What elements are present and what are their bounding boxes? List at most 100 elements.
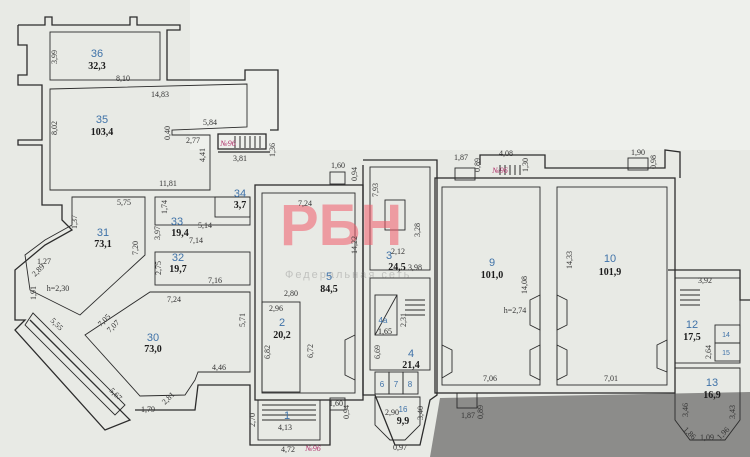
dimension-label: 0,40	[163, 126, 172, 140]
dimension-label: 5,84	[203, 118, 217, 127]
room-number: 16	[399, 405, 408, 414]
stair-1-treads	[262, 404, 316, 421]
dimension-label: 1,27	[37, 257, 51, 266]
room-area: 19,4	[171, 228, 189, 239]
stair-north-treads	[499, 165, 521, 175]
room-area: 73,1	[94, 239, 112, 250]
dimension-label: 14,83	[151, 90, 169, 99]
room-number: 10	[604, 253, 616, 265]
dimension-label: 2,77	[186, 136, 200, 145]
dimension-label: 5,75	[117, 198, 131, 207]
dimension-label: 0,94	[350, 167, 359, 181]
room-number: 12	[686, 319, 698, 331]
dimension-label: 3,46	[681, 403, 690, 417]
dimension-label: 7,01	[604, 374, 618, 383]
dimension-label: 7,16	[208, 276, 222, 285]
dimension-label: 2,90	[385, 408, 399, 417]
room-area: 32,3	[88, 61, 106, 72]
dimension-label: 8,02	[50, 121, 59, 135]
room-area: 73,0	[144, 344, 162, 355]
room-number: 30	[147, 332, 159, 344]
room-number: 31	[97, 227, 109, 239]
dimension-label: 3,28	[413, 223, 422, 237]
dimension-label: 2,64	[704, 345, 713, 359]
dimension-label: 2,70	[248, 413, 257, 427]
room-number: 36	[91, 48, 103, 60]
room-number: 9	[489, 257, 495, 269]
dimension-label: 5,14	[198, 221, 212, 230]
room-area: 19,7	[169, 264, 187, 275]
dimension-label: 1,87	[461, 411, 475, 420]
room-number: 33	[171, 216, 183, 228]
dimension-label: 6,82	[263, 345, 272, 359]
dimension-label: 3,98	[408, 263, 422, 272]
stair-mark: №96	[304, 444, 321, 453]
dimension-label: 4,08	[499, 149, 513, 158]
dimension-label: 1,60	[329, 399, 343, 408]
dimension-label: 8,10	[116, 74, 130, 83]
dimension-label: 3,97	[153, 226, 162, 240]
dimension-label: 6,69	[373, 345, 382, 359]
dimension-label: 1,30	[521, 158, 530, 172]
dimension-label: 5,71	[238, 313, 247, 327]
shadow-area	[430, 392, 750, 457]
dimension-label: 0,98	[649, 155, 658, 169]
dimension-label: 3,81	[233, 154, 247, 163]
room-area: 101,9	[599, 267, 622, 278]
dimension-label: 0,89	[476, 405, 485, 419]
room-number: 4а	[379, 316, 388, 325]
dimension-label: 7,20	[131, 241, 140, 255]
room-number: 14	[722, 332, 730, 339]
room-number: 15	[722, 350, 730, 357]
stair-mark: №96	[491, 166, 508, 175]
dimension-label: 2,96	[269, 304, 283, 313]
stair-35-treads	[234, 136, 261, 148]
dimension-label: 14,08	[520, 276, 529, 294]
dimension-label: 3,43	[728, 405, 737, 419]
dimension-label: 3,92	[698, 276, 712, 285]
walls	[14, 16, 750, 446]
room-area: 103,4	[91, 127, 114, 138]
dimension-label: 7,14	[189, 236, 203, 245]
dimension-label: 1,91	[29, 286, 38, 300]
dimension-label: 2,80	[284, 289, 298, 298]
room-number: 8	[408, 380, 413, 389]
room-area: 21,4	[402, 360, 420, 371]
dimension-label: 1,79	[141, 405, 155, 414]
ceiling-height: h=2,30	[47, 284, 70, 293]
room-area: 1,65	[378, 327, 392, 336]
dimension-label: 1,60	[331, 161, 345, 170]
dimension-label: 7,24	[298, 199, 312, 208]
dimension-label: 3,40	[416, 406, 425, 420]
watermark-logo: РБН	[280, 193, 402, 258]
dimension-label: 0,94	[342, 405, 351, 419]
paper-light-area	[190, 0, 750, 150]
dimension-label: 14,22	[350, 236, 359, 254]
room-number: 35	[96, 114, 108, 126]
room-number: 7	[394, 380, 399, 389]
room-number: 32	[172, 252, 184, 264]
room-area: 9,9	[397, 416, 410, 427]
dimension-label: 2,31	[399, 313, 408, 327]
watermark-subtitle: Федеральная сеть	[285, 269, 411, 281]
stair-12-treads	[680, 289, 700, 306]
dimension-label: 4,41	[198, 148, 207, 162]
room-area: 20,2	[273, 330, 291, 341]
room-number: 6	[380, 380, 385, 389]
dimension-label: 0,97	[393, 443, 407, 452]
room-area: 24,5	[388, 262, 406, 273]
dimension-label: 2,12	[391, 247, 405, 256]
stair-4-treads	[405, 299, 425, 316]
room-number: 1	[284, 410, 290, 422]
dimension-label: 1,74	[160, 200, 169, 214]
room-labels: 36 32,3 35 103,4 34 3,7 33 19,4 31 73,1 …	[88, 48, 730, 427]
dimension-label: 4,46	[212, 363, 226, 372]
dimension-label: 7,24	[167, 295, 181, 304]
dimension-label: 6,72	[306, 344, 315, 358]
room-area: 101,0	[481, 270, 504, 281]
dimension-label: 1,37	[70, 215, 79, 229]
dimension-label: 14,33	[565, 251, 574, 269]
dimension-label: 4,72	[281, 445, 295, 454]
